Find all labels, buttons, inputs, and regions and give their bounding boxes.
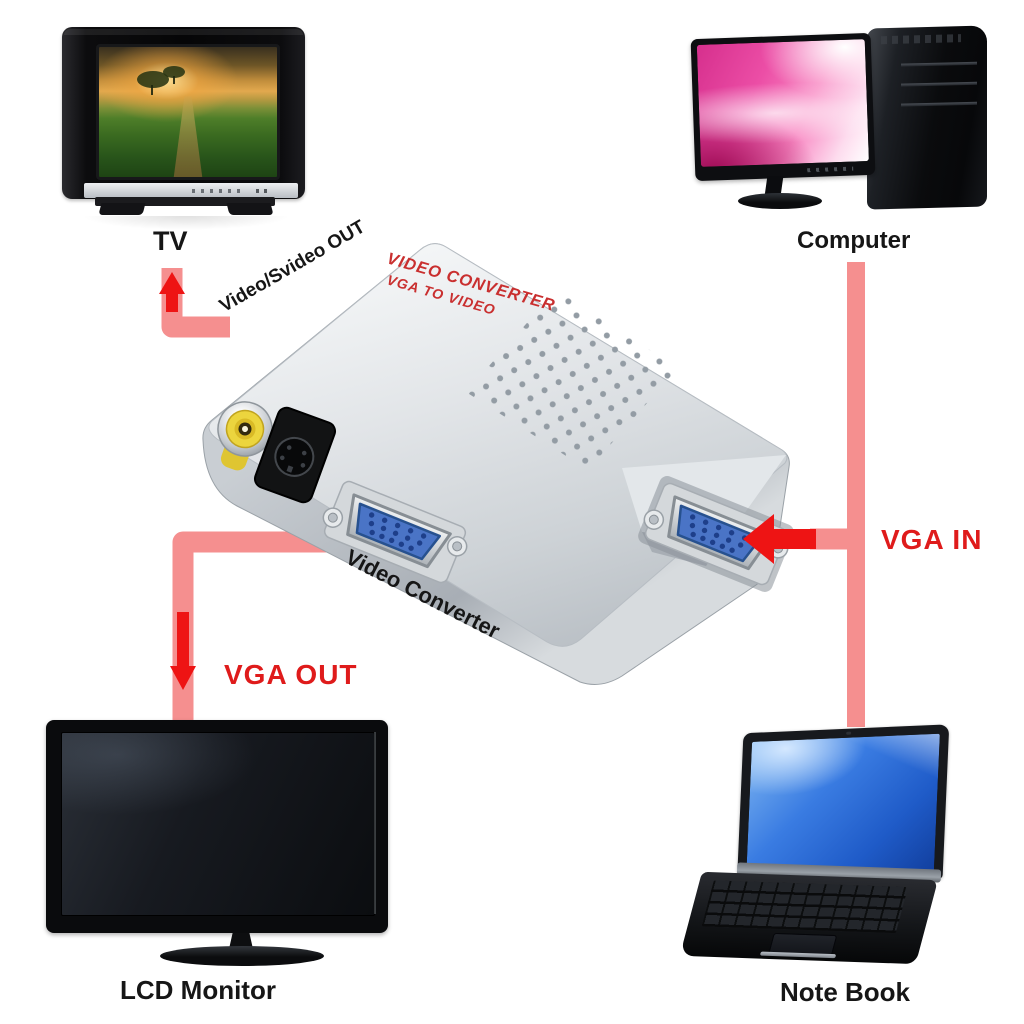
- lcd-monitor-label: LCD Monitor: [120, 975, 276, 1005]
- lcd-monitor-image: [46, 720, 388, 933]
- notebook-keyboard-deck: [679, 871, 938, 965]
- lcd-screen-edge-light: [374, 732, 376, 914]
- lcd-monitor-screen: [61, 732, 375, 916]
- converter-vent-dots: [466, 290, 678, 470]
- tv-label: TV: [153, 226, 188, 256]
- tv-screen-tree: [137, 71, 169, 88]
- vga-out-label: VGA OUT: [224, 659, 358, 690]
- notebook-screen: [746, 733, 940, 881]
- tv-screen: [96, 44, 280, 180]
- arrow-up-icon: [159, 272, 185, 312]
- lcd-monitor-neck: [229, 933, 253, 949]
- tv-screen-tree-trunk: [151, 85, 153, 95]
- notebook-keyboard: [701, 880, 909, 934]
- lcd-monitor-base: [160, 946, 324, 966]
- webcam-icon: [846, 731, 852, 735]
- computer-label: Computer: [797, 227, 911, 254]
- tv-buttons: [192, 189, 244, 193]
- notebook-label: Note Book: [780, 977, 910, 1007]
- computer-monitor-base: [738, 193, 822, 209]
- tv-control-strip: [84, 183, 298, 198]
- vga-in-label: VGA IN: [881, 524, 983, 555]
- vga-in-port: [636, 476, 796, 592]
- converter-top-face: [208, 243, 788, 647]
- tv-screen-tree-trunk: [173, 76, 175, 84]
- arrow-down-icon: [170, 612, 196, 690]
- tv-indicator-dots: [256, 189, 270, 193]
- tv-reflection: [82, 216, 290, 230]
- tv-screen-tree: [163, 66, 185, 78]
- svideo-port: [253, 406, 337, 504]
- rca-video-port: [217, 401, 273, 471]
- tv-top-gloss: [64, 29, 303, 35]
- tv-base: [95, 197, 275, 206]
- arrow-left-icon: [743, 514, 816, 564]
